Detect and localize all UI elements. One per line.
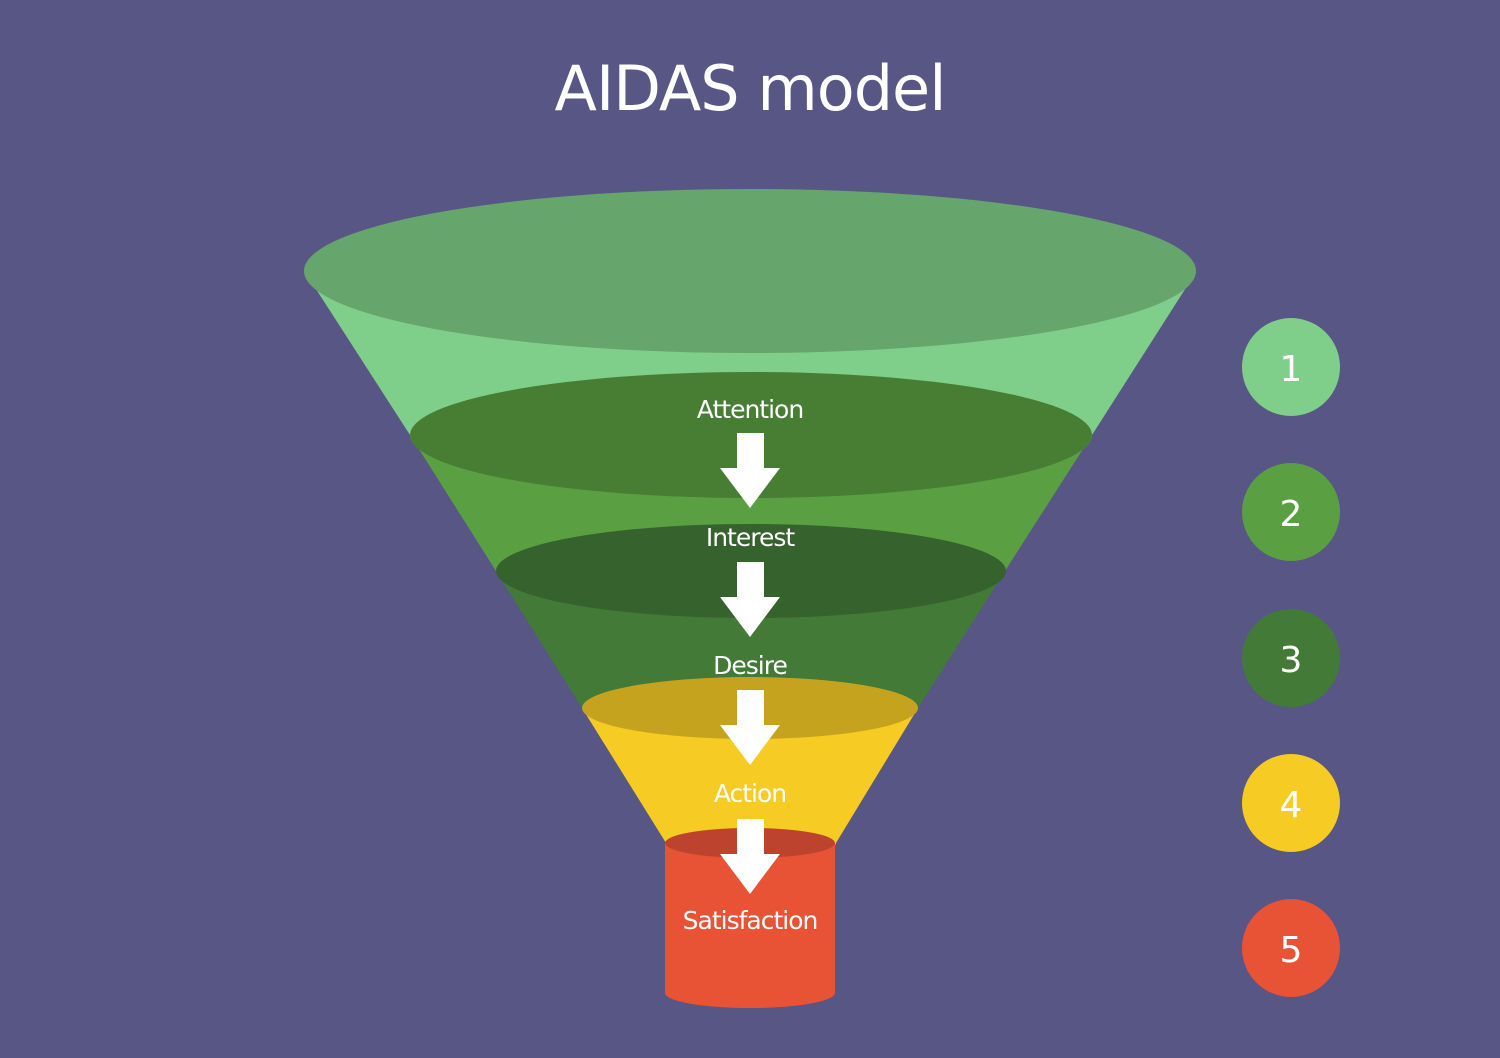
number-circle bbox=[1242, 899, 1340, 997]
number-circle bbox=[1242, 609, 1340, 707]
number-label: 3 bbox=[1280, 640, 1303, 681]
number-label: 2 bbox=[1280, 494, 1303, 535]
funnel-top-attention bbox=[304, 189, 1196, 353]
legend-item-3: 3 bbox=[1242, 609, 1340, 707]
stage-label-desire: Desire bbox=[713, 651, 787, 680]
number-label: 5 bbox=[1280, 930, 1303, 971]
funnel-segment-action bbox=[582, 708, 918, 858]
arrow-down-icon bbox=[720, 819, 780, 894]
number-circle bbox=[1242, 754, 1340, 852]
number-circle bbox=[1242, 318, 1340, 416]
legend-item-1: 1 bbox=[1242, 318, 1340, 416]
legend-item-2: 2 bbox=[1242, 463, 1340, 561]
stage-label-satisfaction: Satisfaction bbox=[683, 906, 818, 935]
number-label: 4 bbox=[1280, 785, 1303, 826]
diagram-title: AIDAS model bbox=[554, 52, 947, 125]
arrow-down-icon bbox=[720, 433, 780, 508]
arrow-down-icon bbox=[720, 690, 780, 765]
number-circle bbox=[1242, 463, 1340, 561]
legend-item-4: 4 bbox=[1242, 754, 1340, 852]
funnel-segment-satisfaction bbox=[665, 843, 835, 1008]
legend-item-5: 5 bbox=[1242, 899, 1340, 997]
stage-label-action: Action bbox=[714, 779, 786, 808]
stage-label-attention: Attention bbox=[697, 395, 803, 424]
arrow-down-icon bbox=[720, 562, 780, 637]
stage-label-interest: Interest bbox=[706, 523, 796, 552]
number-label: 1 bbox=[1280, 349, 1303, 390]
